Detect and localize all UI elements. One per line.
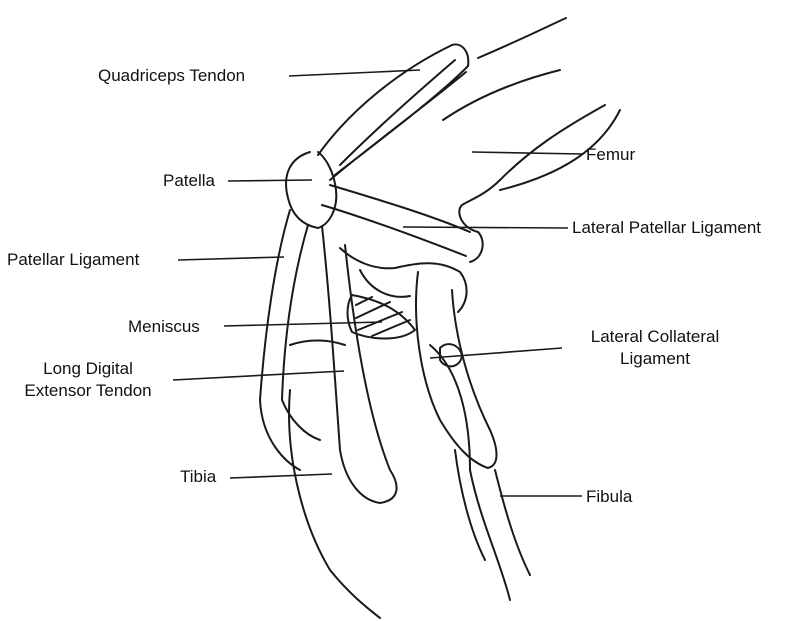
patella-shape (286, 152, 336, 228)
quadriceps-tendon-shape (318, 44, 468, 180)
lateral-collateral-ligament-shape (416, 272, 496, 468)
fibula-shape (455, 450, 530, 575)
label-lateral-collateral-ligament: Lateral Collateral Ligament (566, 326, 744, 370)
label-patella: Patella (163, 170, 215, 192)
leader-lateral-patellar-ligament (403, 227, 568, 228)
label-fibula: Fibula (586, 486, 632, 508)
label-long-digital-line1: Long Digital (4, 358, 172, 380)
label-lateral-patellar-ligament: Lateral Patellar Ligament (572, 217, 761, 239)
leader-lateral-collateral-ligament (430, 348, 562, 358)
label-lateral-collateral-ligament-line1: Lateral Collateral (566, 326, 744, 348)
label-meniscus: Meniscus (128, 316, 200, 338)
label-long-digital-extensor-tendon: Long Digital Extensor Tendon (4, 358, 172, 402)
label-tibia: Tibia (180, 466, 216, 488)
tibia-shape (289, 340, 510, 618)
label-quadriceps-tendon: Quadriceps Tendon (98, 65, 245, 87)
label-long-digital-line2: Extensor Tendon (4, 380, 172, 402)
label-patellar-ligament: Patellar Ligament (7, 249, 139, 271)
leader-patellar-ligament (178, 257, 284, 260)
leader-femur (472, 152, 582, 154)
leader-meniscus (224, 322, 382, 326)
label-femur: Femur (586, 144, 635, 166)
label-lateral-collateral-ligament-line2: Ligament (566, 348, 744, 370)
leader-tibia (230, 474, 332, 478)
leader-patella (228, 180, 312, 181)
leader-long-digital-extensor-tendon (173, 371, 344, 380)
